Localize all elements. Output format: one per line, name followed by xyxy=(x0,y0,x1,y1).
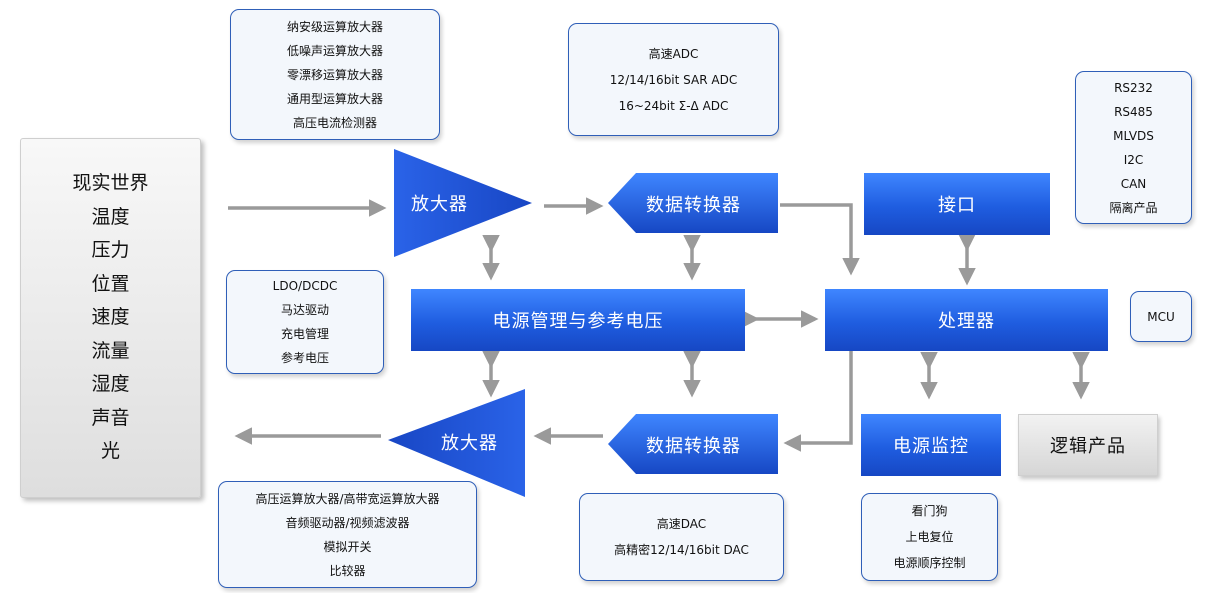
callout-item: LDO/DCDC xyxy=(272,279,338,293)
amp-bottom-shape xyxy=(388,389,525,497)
callout-item: RS232 xyxy=(1114,80,1153,95)
callout-item: 比较器 xyxy=(329,563,366,578)
amp-bottom-callout: 高压运算放大器/高带宽运算放大器 音频驱动器/视频滤波器 模拟开关 比较器 xyxy=(218,481,477,588)
callout-item: 充电管理 xyxy=(280,327,329,341)
real-world-item: 流量 xyxy=(91,339,130,362)
callout-item: 高精密12/14/16bit DAC xyxy=(614,543,749,557)
arrow-processor-to-dac xyxy=(783,350,853,452)
processor-block: 处理器 xyxy=(825,289,1108,351)
callout-item: 低噪声运算放大器 xyxy=(286,43,383,58)
callout-item: 马达驱动 xyxy=(280,303,329,317)
logic-products-block: 逻辑产品 xyxy=(1018,414,1158,476)
arrow-adc-to-processor xyxy=(780,203,860,276)
power-monitor-label: 电源监控 xyxy=(893,436,969,457)
amp-bottom-label: 放大器 xyxy=(441,433,498,454)
real-world-item: 光 xyxy=(100,440,120,463)
logic-products-label: 逻辑产品 xyxy=(1050,436,1126,457)
real-world-item: 温度 xyxy=(91,205,130,228)
callout-item: 零漂移运算放大器 xyxy=(286,67,383,82)
callout-item: 隔离产品 xyxy=(1109,200,1158,215)
callout-item: 纳安级运算放大器 xyxy=(286,19,383,34)
callout-item: 看门狗 xyxy=(911,504,948,518)
callout-item: 模拟开关 xyxy=(323,539,372,554)
amp-top-label: 放大器 xyxy=(411,194,468,215)
callout-item: 高压电流检测器 xyxy=(292,115,377,130)
power-management-block: 电源管理与参考电压 xyxy=(411,289,745,351)
dac-label: 数据转换器 xyxy=(646,436,741,457)
callout-item: 高速DAC xyxy=(656,517,707,531)
callout-item: 通用型运算放大器 xyxy=(286,91,383,106)
monitor-callout: 看门狗 上电复位 电源顺序控制 xyxy=(861,493,998,581)
interface-callout: RS232 RS485 MLVDS I2C CAN 隔离产品 xyxy=(1075,71,1192,224)
callout-item: 音频驱动器/视频滤波器 xyxy=(285,515,410,530)
callout-item: 高速ADC xyxy=(648,46,699,61)
processor-label: 处理器 xyxy=(938,311,995,332)
adc-callout: 高速ADC 12/14/16bit SAR ADC 16~24bit Σ-Δ A… xyxy=(568,23,779,136)
adc-label: 数据转换器 xyxy=(646,195,741,216)
callout-item: CAN xyxy=(1120,176,1147,191)
mcu-label: MCU xyxy=(1147,309,1175,324)
callout-item: 12/14/16bit SAR ADC xyxy=(609,72,738,87)
power-callout: LDO/DCDC 马达驱动 充电管理 参考电压 xyxy=(226,270,384,374)
callout-item: RS485 xyxy=(1114,104,1153,119)
interface-label: 接口 xyxy=(938,195,976,216)
callout-item: I2C xyxy=(1123,152,1144,167)
real-world-item: 压力 xyxy=(91,239,130,262)
interface-block: 接口 xyxy=(864,173,1050,235)
power-management-label: 电源管理与参考电压 xyxy=(492,311,664,332)
dac-callout: 高速DAC 高精密12/14/16bit DAC xyxy=(579,493,784,581)
power-monitor-block: 电源监控 xyxy=(861,414,1001,476)
real-world-item: 位置 xyxy=(91,272,130,295)
callout-item: MLVDS xyxy=(1113,128,1154,143)
amp-top-shape xyxy=(394,149,532,257)
real-world-panel: 现实世界 温度 压力 位置 速度 流量 湿度 声音 光 xyxy=(20,138,201,498)
real-world-item: 湿度 xyxy=(91,373,130,396)
callout-item: 参考电压 xyxy=(280,351,329,365)
adc-shape xyxy=(608,173,778,233)
callout-item: 高压运算放大器/高带宽运算放大器 xyxy=(255,491,440,506)
real-world-item: 现实世界 xyxy=(72,172,149,195)
mcu-callout: MCU xyxy=(1130,291,1192,342)
real-world-item: 声音 xyxy=(91,406,130,429)
callout-item: 上电复位 xyxy=(905,530,954,544)
amp-top-callout: 纳安级运算放大器 低噪声运算放大器 零漂移运算放大器 通用型运算放大器 高压电流… xyxy=(230,9,440,140)
dac-shape xyxy=(608,414,778,474)
real-world-item: 速度 xyxy=(91,306,130,329)
callout-item: 电源顺序控制 xyxy=(893,556,966,570)
callout-item: 16~24bit Σ-Δ ADC xyxy=(618,98,729,113)
